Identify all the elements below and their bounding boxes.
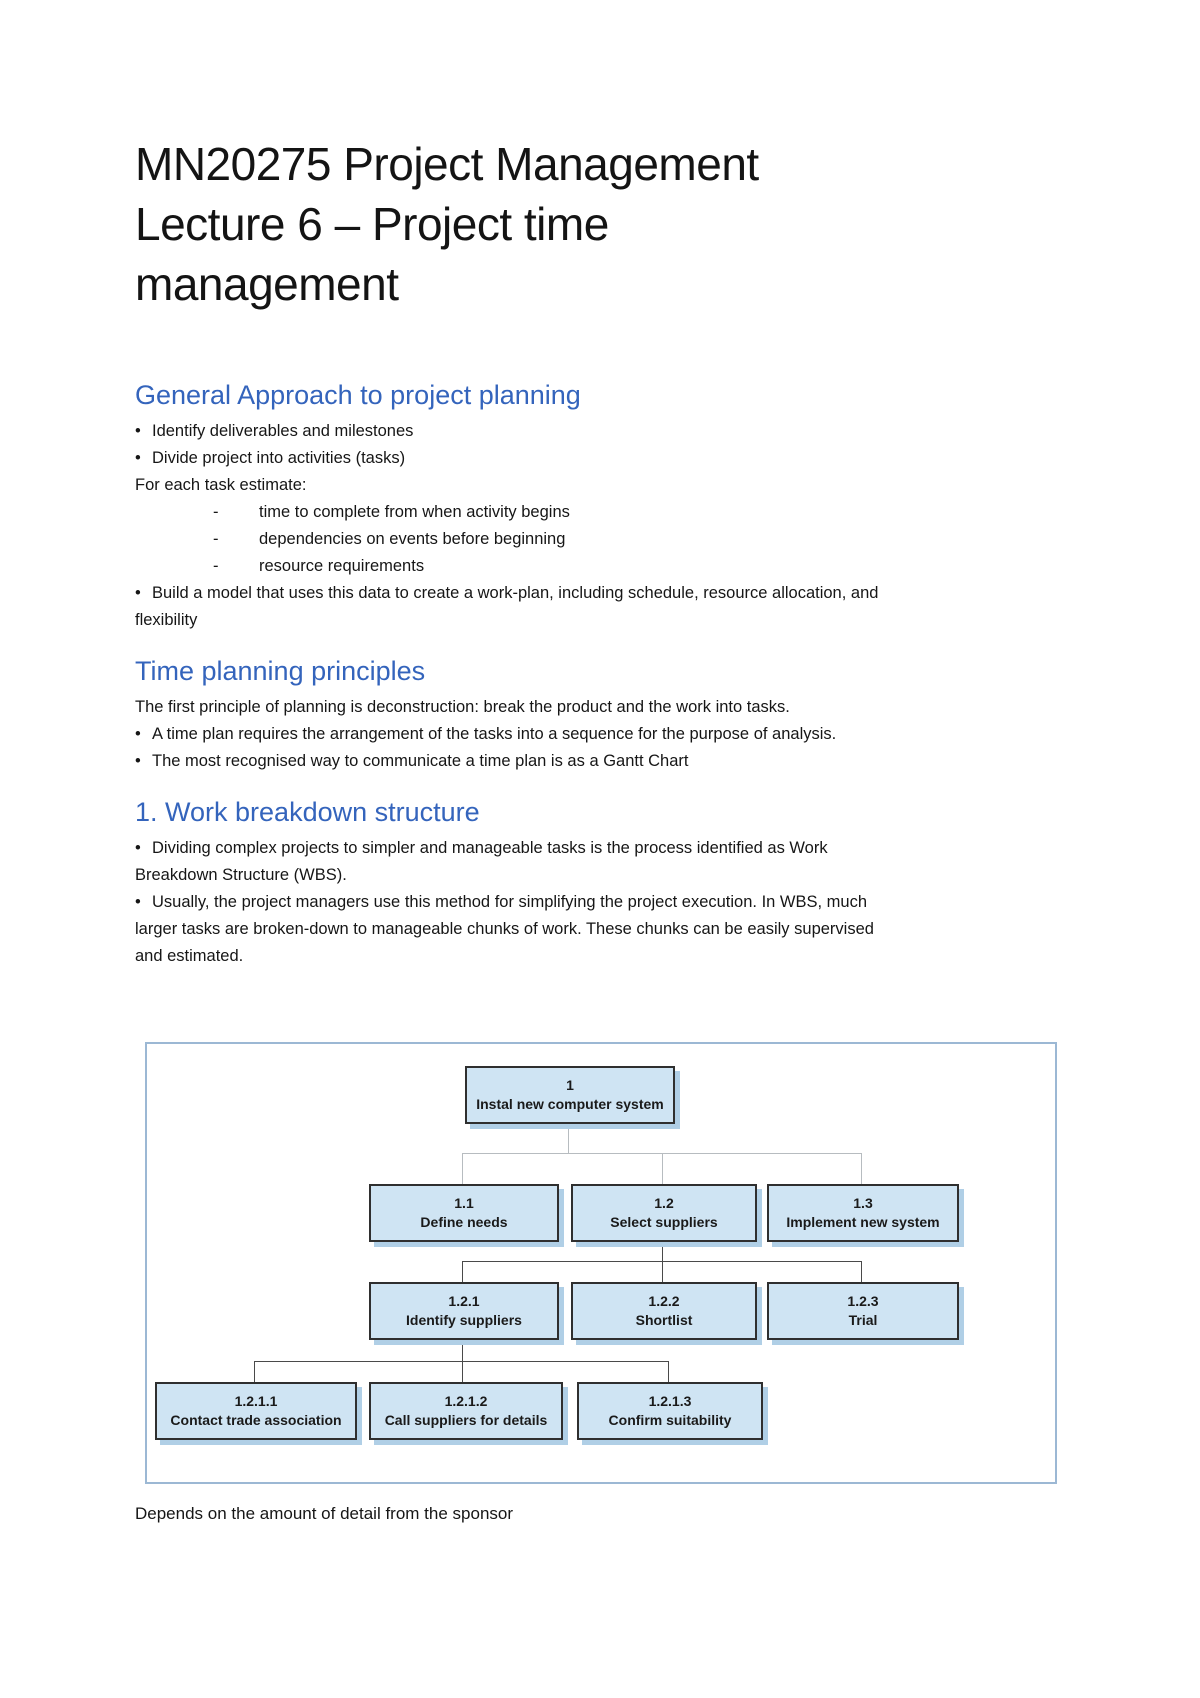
dash-text: resource requirements (259, 557, 425, 575)
bullet-text: Usually, the project managers use this m… (152, 893, 868, 911)
bullet-text: Identify deliverables and milestones (152, 422, 414, 440)
connector-line (462, 1261, 861, 1262)
bullet-text-continued: flexibility (135, 611, 198, 629)
diagram-caption: Depends on the amount of detail from the… (135, 1504, 514, 1523)
wbs-node-id: 1.2.1 (448, 1293, 480, 1309)
dash-text: dependencies on events before beginning (259, 530, 566, 548)
bullet-text-continued: larger tasks are broken-down to manageab… (135, 920, 874, 938)
wbs-node-label: Shortlist (635, 1312, 693, 1328)
dash-text: time to complete from when activity begi… (259, 503, 570, 521)
wbs-node-label: Confirm suitability (608, 1412, 732, 1428)
connector-line (462, 1261, 463, 1282)
wbs-node-1-2-1-1: 1.2.1.1 Contact trade association (155, 1382, 357, 1440)
dash-item: - time to complete from when activity beg… (135, 499, 1070, 526)
wbs-node-id: 1.2.2 (648, 1293, 680, 1309)
connector-line (662, 1261, 663, 1282)
connector-line (861, 1153, 862, 1184)
wbs-node-1-2-1: 1.2.1 Identify suppliers (369, 1282, 559, 1340)
wbs-node-id: 1.2.3 (847, 1293, 879, 1309)
plain-text: For each task estimate: (135, 476, 307, 494)
wbs-node-label: Select suppliers (610, 1214, 718, 1230)
wbs-node-id: 1.1 (454, 1195, 474, 1211)
bullet-text-continued: and estimated. (135, 947, 244, 965)
connector-line (254, 1361, 668, 1362)
bullet-glyph: • (135, 893, 141, 911)
bullet-item: • Dividing complex projects to simpler an… (135, 835, 1070, 889)
page-title: MN20275 Project Management Lecture 6 – P… (135, 0, 1070, 314)
bullet-glyph: • (135, 584, 141, 602)
bullet-text: Build a model that uses this data to cre… (152, 584, 879, 602)
wbs-node-id: 1.2.1.3 (648, 1393, 692, 1409)
wbs-node-1-2: 1.2 Select suppliers (571, 1184, 757, 1242)
wbs-node-label: Call suppliers for details (384, 1412, 548, 1428)
dash-glyph: - (213, 557, 219, 575)
dash-glyph: - (213, 503, 219, 521)
connector-line (462, 1153, 861, 1154)
wbs-node-label: Contact trade association (170, 1412, 342, 1428)
section-heading-wbs: 1. Work breakdown structure (135, 797, 480, 827)
bullet-glyph: • (135, 725, 141, 743)
wbs-node-1-3: 1.3 Implement new system (767, 1184, 959, 1242)
section-body: • Dividing complex projects to simpler an… (135, 835, 1070, 970)
bullet-text: A time plan requires the arrangement of … (152, 725, 837, 743)
wbs-node-1-2-1-3: 1.2.1.3 Confirm suitability (577, 1382, 763, 1440)
wbs-node-1-2-2: 1.2.2 Shortlist (571, 1282, 757, 1340)
wbs-node-1: 1 Instal new computer system (465, 1066, 675, 1124)
bullet-glyph: • (135, 422, 141, 440)
connector-line (462, 1336, 463, 1361)
wbs-node-label: Implement new system (786, 1214, 940, 1230)
section-heading-time-planning: Time planning principles (135, 656, 426, 686)
dash-item: - dependencies on events before beginning (135, 526, 1070, 553)
connector-line (662, 1153, 663, 1184)
wbs-node-1-2-1-2: 1.2.1.2 Call suppliers for details (369, 1382, 563, 1440)
dash-glyph: - (213, 530, 219, 548)
bullet-text: Dividing complex projects to simpler and… (152, 839, 828, 857)
page-title-line: MN20275 Project Management (135, 138, 759, 190)
page-title-line: Lecture 6 – Project time (135, 198, 609, 250)
section-body: • Identify deliverables and milestones • D… (135, 418, 1070, 634)
wbs-node-id: 1.3 (853, 1195, 873, 1211)
bullet-item: • Divide project into activities (tasks) (135, 445, 1070, 472)
wbs-diagram-frame: 1 Instal new computer system 1.1 Define … (145, 1042, 1057, 1484)
bullet-item: • Usually, the project managers use this … (135, 889, 1070, 970)
section-body: The first principle of planning is decon… (135, 694, 1070, 775)
bullet-text: The most recognised way to communicate a… (152, 752, 689, 770)
bullet-glyph: • (135, 449, 141, 467)
bullet-item: • The most recognised way to communicate … (135, 748, 1070, 775)
section-heading-general-approach: General Approach to project planning (135, 380, 581, 410)
connector-line (462, 1153, 463, 1184)
wbs-node-label: Define needs (420, 1214, 508, 1230)
plain-item: For each task estimate: (135, 472, 1070, 499)
connector-line (861, 1261, 862, 1282)
bullet-item: • Build a model that uses this data to cr… (135, 580, 1070, 634)
wbs-node-label: Trial (848, 1312, 878, 1328)
wbs-node-id: 1.2.1.2 (444, 1393, 488, 1409)
bullet-text-continued: Breakdown Structure (WBS). (135, 866, 347, 884)
wbs-node-label: Identify suppliers (406, 1312, 522, 1328)
bullet-glyph: • (135, 752, 141, 770)
connector-line (668, 1361, 669, 1382)
wbs-node-id: 1.2.1.1 (234, 1393, 278, 1409)
connector-line (662, 1238, 663, 1261)
connector-line (568, 1120, 569, 1153)
wbs-node-id: 1.2 (654, 1195, 674, 1211)
dash-item: - resource requirements (135, 553, 1070, 580)
wbs-node-1-2-3: 1.2.3 Trial (767, 1282, 959, 1340)
plain-text: The first principle of planning is decon… (135, 698, 790, 716)
bullet-item: • Identify deliverables and milestones (135, 418, 1070, 445)
wbs-node-id: 1 (566, 1077, 574, 1093)
bullet-item: • A time plan requires the arrangement of… (135, 721, 1070, 748)
page-title-line: management (135, 258, 399, 310)
bullet-text: Divide project into activities (tasks) (152, 449, 406, 467)
bullet-glyph: • (135, 839, 141, 857)
connector-line (254, 1361, 255, 1382)
wbs-node-1-1: 1.1 Define needs (369, 1184, 559, 1242)
wbs-node-label: Instal new computer system (476, 1096, 664, 1112)
document-page: MN20275 Project Management Lecture 6 – P… (135, 0, 1070, 1523)
plain-item: The first principle of planning is decon… (135, 694, 1070, 721)
connector-line (462, 1361, 463, 1382)
